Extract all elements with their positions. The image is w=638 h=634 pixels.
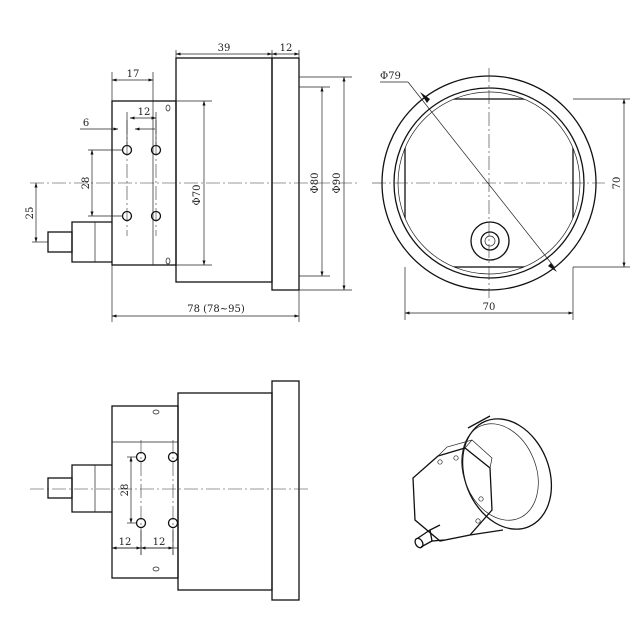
dim-phi70: Φ70 [192,185,203,206]
dim-12-small: 12 [138,107,151,118]
dim-6: 6 [83,118,89,129]
side-view-top: 39 12 17 12 6 28 25 Φ70 [25,43,360,322]
dim-phi79: Φ79 [380,71,401,82]
dim-17: 17 [127,69,140,80]
dim-25: 25 [25,207,36,220]
dim-78: 78 (78~95) [187,304,245,315]
dim-39: 39 [218,43,231,54]
dim-12-right: 12 [153,537,166,548]
dim-28: 28 [81,177,92,190]
dim-phi80: Φ80 [310,173,321,194]
isometric-view [412,415,553,549]
dim-70-horizontal: 70 [483,302,496,313]
dim-12-left: 12 [119,537,132,548]
side-view-bottom: 28 12 12 [30,380,310,601]
front-view: Φ79 70 70 [372,68,630,320]
dim-70-vertical: 70 [612,177,623,190]
dim-28-bottom: 28 [120,484,131,497]
dim-phi90: Φ90 [332,173,343,194]
dim-12-top: 12 [280,43,293,54]
